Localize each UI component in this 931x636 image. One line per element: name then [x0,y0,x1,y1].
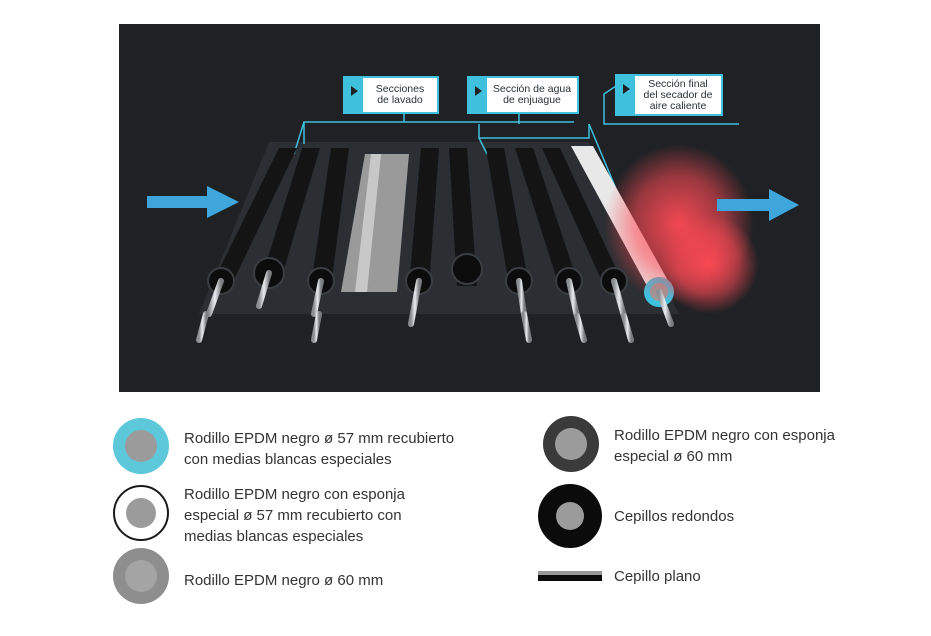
legend-item-5-text: Cepillos redondos [614,508,735,525]
roller-diagram [147,83,799,343]
flat-brush [341,154,409,292]
hot-air-cloud-lower [659,214,759,314]
legend-item-2-text: Rodillo EPDM negro con esponja especial … [184,486,405,545]
flat-brush-icon [538,571,602,581]
legend-item-4-text: Rodillo EPDM negro con esponja especial … [614,427,835,465]
callout-dryer-text: Sección final del secador de aire calien… [643,77,713,112]
callout-tag-icon [345,78,363,112]
callout-rinse-text: Sección de agua de enjuague [492,83,572,106]
white-ring-roller-icon [113,485,169,541]
callout-wash: Secciones de lavado [343,76,439,114]
callout-tag-icon [469,78,487,112]
machine-illustration: Secciones de lavado Sección de agua de e… [119,24,820,392]
flat-brush-highlight [355,154,381,292]
legend-item-1-text: Rodillo EPDM negro ø 57 mm recubierto co… [184,430,455,468]
callout-tag-icon [617,76,635,114]
black-rollers [211,148,624,286]
cyan-ring-roller-icon [113,418,169,474]
flow-in-arrow [147,186,239,218]
callout-rinse: Sección de agua de enjuague [467,76,579,114]
callout-wash-text: Secciones de lavado [375,83,425,106]
gray-ring-roller-icon [113,548,169,604]
legend-item-3-text: Rodillo EPDM negro ø 60 mm [184,572,384,589]
round-brush-icon [538,484,602,548]
dark-ring-roller-icon [543,416,599,472]
legend-item-6-text: Cepillo plano [614,568,701,585]
flow-out-arrow [717,189,799,221]
roller-shafts [196,266,674,343]
callout-dryer: Sección final del secador de aire calien… [615,74,723,116]
